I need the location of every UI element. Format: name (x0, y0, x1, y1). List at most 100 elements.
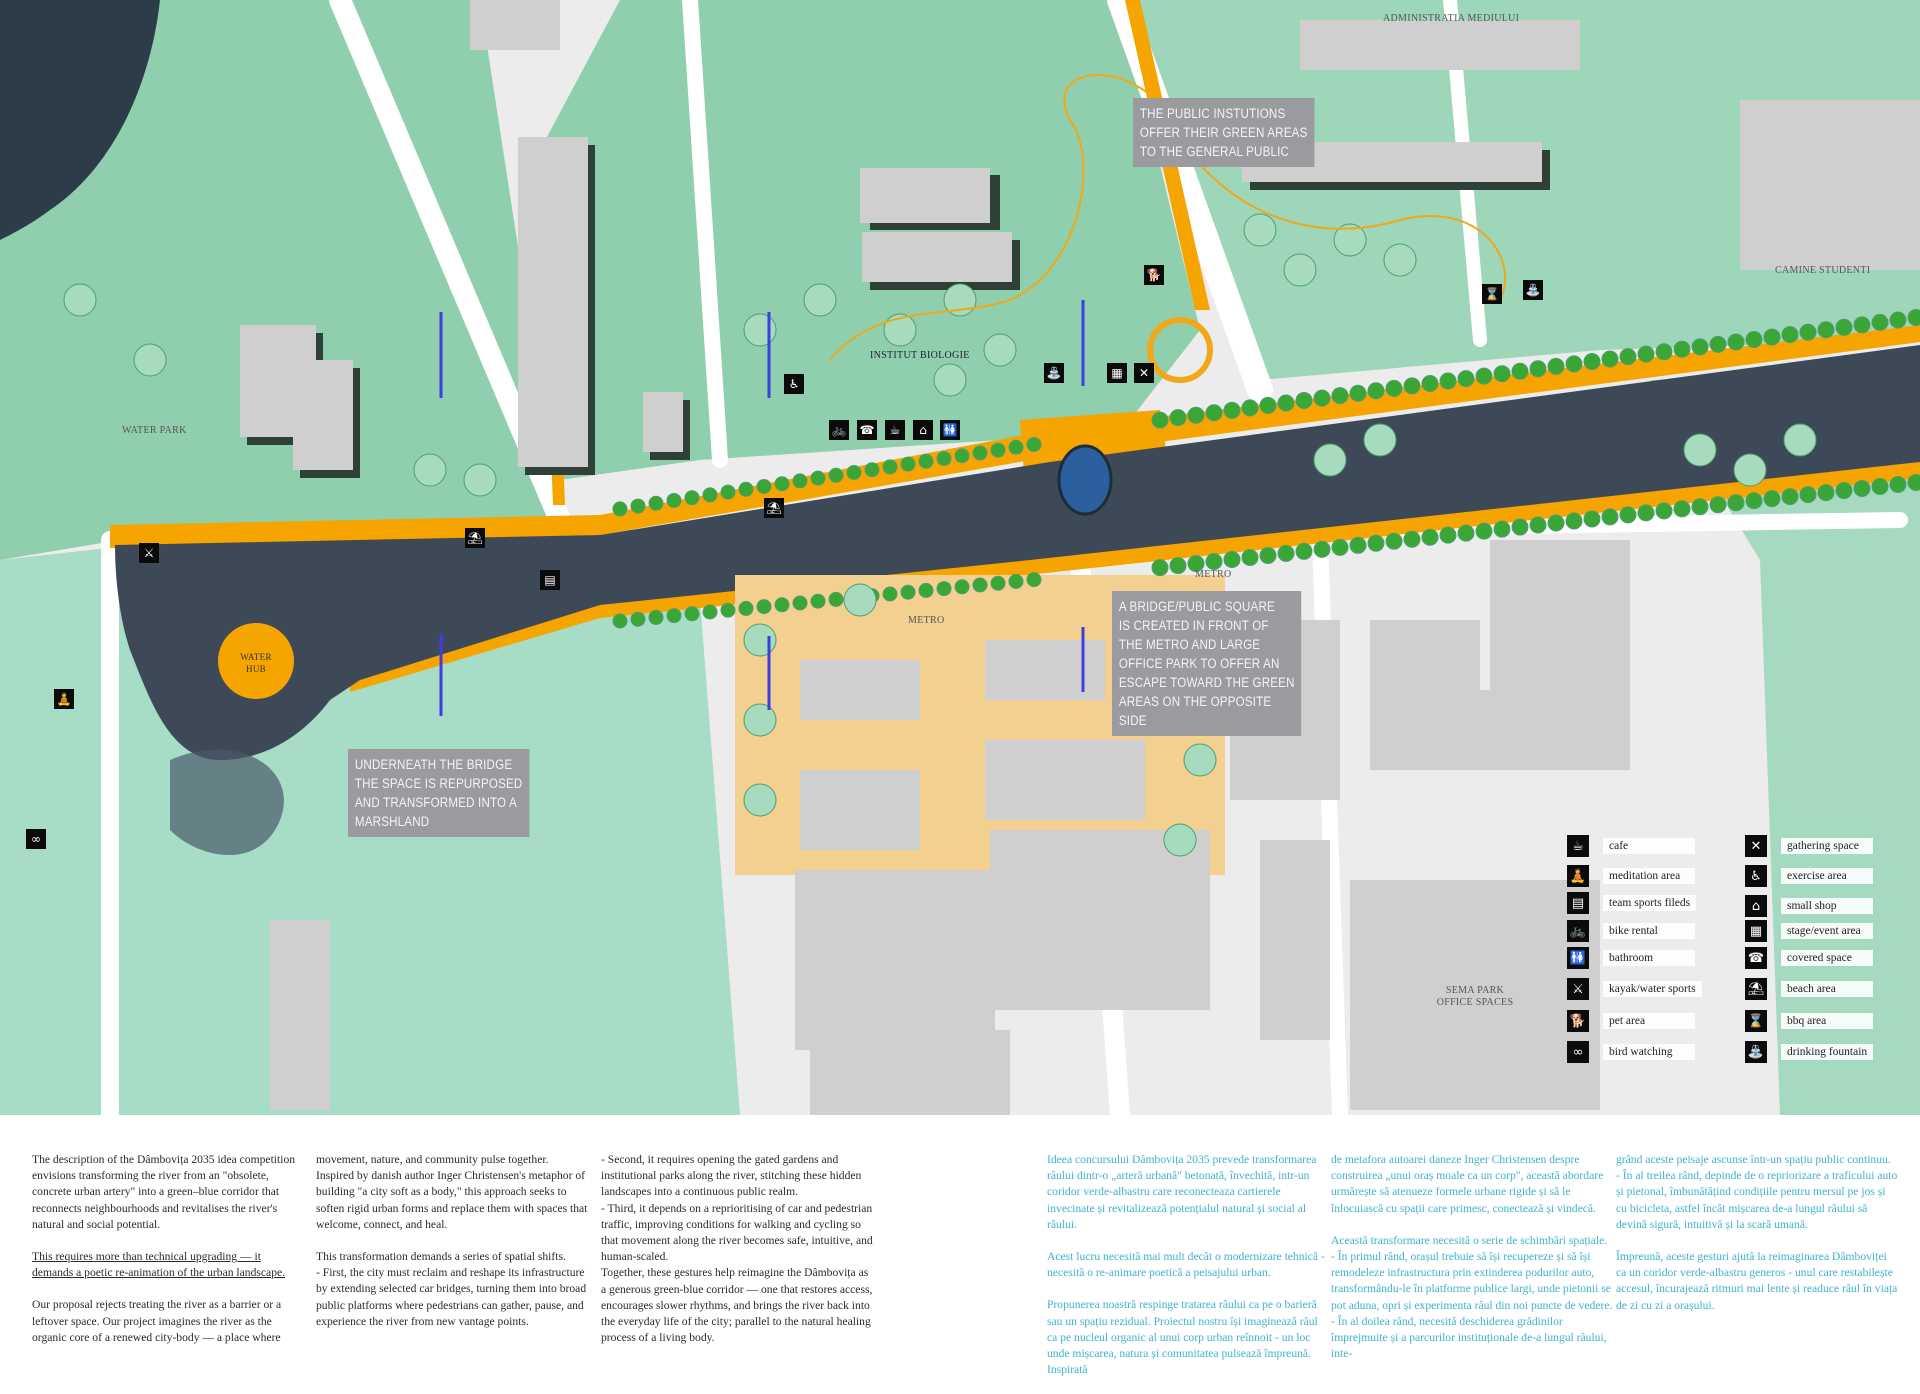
tree (1187, 406, 1205, 424)
team-sports-icon: ▤ (540, 570, 560, 590)
tree (972, 445, 988, 461)
text-en-col2: movement, nature, and community pulse to… (316, 1152, 588, 1346)
fountain-icon: ⛲ (1745, 1041, 1767, 1063)
tree (1421, 374, 1439, 392)
tree (954, 579, 970, 595)
beach-icon: ⛱ (1745, 978, 1767, 1000)
tree (743, 313, 777, 347)
paragraph: Together, these gestures help reimagine … (601, 1266, 873, 1345)
tree (1547, 357, 1565, 375)
tree (1223, 401, 1241, 419)
tree (1457, 370, 1475, 388)
tree (1026, 436, 1042, 452)
tree (1241, 548, 1259, 566)
tree (1673, 500, 1691, 518)
meditation-icon: 🧘 (1567, 865, 1589, 887)
covered-icon: ☎ (857, 420, 877, 440)
text-ro-col3: grând aceste peisaje ascunse într-un spa… (1616, 1152, 1898, 1330)
legend-item-kayak: ⚔kayak/water sports (1567, 977, 1702, 1001)
tree (1367, 534, 1385, 552)
legend-item-bike: 🚲bike rental (1567, 919, 1695, 943)
tree (648, 495, 664, 511)
tree (1283, 253, 1317, 287)
legend-label: drinking fountain (1781, 1044, 1874, 1060)
tree (1673, 340, 1691, 358)
legend-label: small shop (1781, 898, 1873, 914)
callout-line: THE METRO AND LARGE (1118, 637, 1261, 652)
tree (1733, 453, 1767, 487)
tree (1601, 508, 1619, 526)
tree (1889, 311, 1907, 329)
water-hub (218, 623, 294, 699)
tree (648, 609, 664, 625)
exercise-icon: ♿ (784, 374, 804, 394)
legend-label: kayak/water sports (1603, 981, 1702, 997)
label-metro-1: METRO (908, 615, 945, 626)
tree (828, 591, 844, 607)
paragraph: - Second, it requires opening the gated … (601, 1153, 862, 1199)
gathering-icon: ✕ (1745, 835, 1767, 857)
paragraph-underlined: This requires more than technical upgrad… (32, 1250, 286, 1280)
label-water-park: WATER PARK (122, 425, 187, 436)
tree (666, 608, 682, 624)
legend-label: bathroom (1603, 950, 1695, 966)
tree (1745, 331, 1763, 349)
tree (1403, 530, 1421, 548)
tree (1313, 540, 1331, 558)
legend-label: meditation area (1603, 868, 1695, 884)
tree (918, 453, 934, 469)
callout-line: TO THE GENERAL PUBLIC (1139, 144, 1290, 159)
paragraph: Our proposal rejects treating the river … (32, 1298, 282, 1344)
tree (792, 473, 808, 489)
tree (1529, 360, 1547, 378)
tree (756, 478, 772, 494)
tree (1183, 743, 1217, 777)
tree (1363, 423, 1397, 457)
tree (1475, 522, 1493, 540)
label-institut: INSTITUT BIOLOGIE (870, 350, 970, 361)
paragraph: The description of the Dâmbovița 2035 id… (32, 1153, 296, 1231)
tree (1205, 404, 1223, 422)
callout-bridge: A BRIDGE/PUBLIC SQUARE IS CREATED IN FRO… (1112, 591, 1302, 736)
paragraph: - În al doilea rând, necesită deschidere… (1331, 1314, 1607, 1361)
tree (738, 600, 754, 616)
legend-item-bird: ∞bird watching (1567, 1040, 1695, 1064)
tree (1385, 379, 1403, 397)
tree (1565, 512, 1583, 530)
tree (1277, 394, 1295, 412)
paragraph: This transformation demands a series of … (316, 1250, 566, 1264)
tree (1637, 504, 1655, 522)
legend-item-gathering: ✕gathering space (1745, 834, 1873, 858)
tree (1457, 524, 1475, 542)
tree (792, 595, 808, 611)
tree (1817, 484, 1835, 502)
tree (810, 470, 826, 486)
tree (1277, 544, 1295, 562)
callout-marsh: UNDERNEATH THE BRIDGE THE SPACE IS REPUR… (348, 749, 530, 837)
tree (883, 313, 917, 347)
callout-institutions: THE PUBLIC INSTUTIONS OFFER THEIR GREEN … (1133, 98, 1315, 167)
tree (1683, 433, 1717, 467)
tree (1385, 532, 1403, 550)
tree (684, 606, 700, 622)
tree (1655, 502, 1673, 520)
tree (936, 581, 952, 597)
legend-label: bike rental (1603, 923, 1695, 939)
tree (1223, 550, 1241, 568)
tree (702, 487, 718, 503)
tree (1439, 526, 1457, 544)
tree (1403, 377, 1421, 395)
tree (1493, 520, 1511, 538)
stage-icon: ▦ (1745, 920, 1767, 942)
beach-icon: ⛱ (465, 528, 485, 548)
tree (1493, 365, 1511, 383)
tree (1333, 223, 1367, 257)
tree (1691, 338, 1709, 356)
bbq-icon: ⌛ (1745, 1010, 1767, 1032)
tree (1907, 473, 1920, 491)
tree (1871, 313, 1889, 331)
tree (1727, 494, 1745, 512)
paragraph: Această transformare necesită o serie de… (1331, 1233, 1608, 1247)
callout-line: A BRIDGE/PUBLIC SQUARE (1118, 599, 1275, 614)
tree (918, 582, 934, 598)
